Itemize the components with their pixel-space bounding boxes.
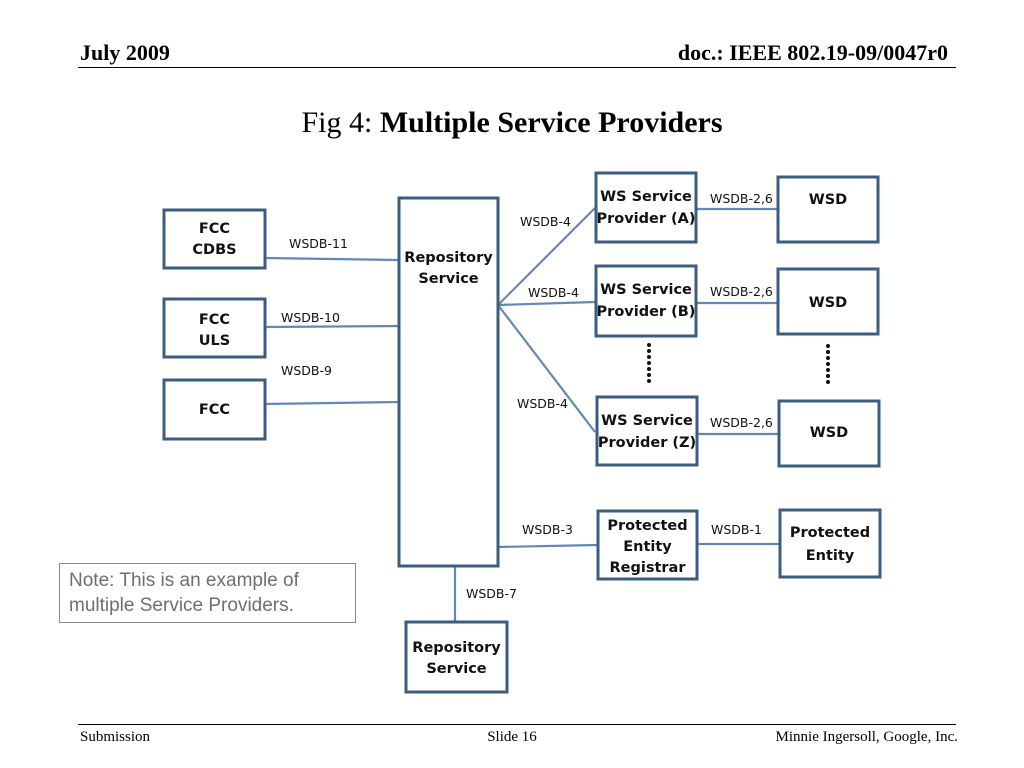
connector-cdbs (264, 256, 399, 262)
footer-slide-number: Slide 16 (487, 729, 537, 745)
box-wsd-b-line1: WSD (809, 295, 847, 311)
note-line2: multiple Service Providers. (69, 595, 294, 616)
box-fcc-cdbs-line2: CDBS (192, 242, 236, 258)
box-fcc-uls: FCC ULS (162, 297, 267, 359)
box-wsd-z: WSD (777, 399, 881, 468)
link-label-protected: WSDB-1 (711, 522, 762, 537)
connector-uls (264, 324, 399, 329)
note-line1: Note: This is an example of (69, 570, 299, 591)
footer-author: Minnie Ingersoll, Google, Inc. (775, 729, 958, 745)
box-protected-registrar-line2: Entity (623, 539, 672, 555)
link-label-registrar: WSDB-3 (522, 522, 573, 537)
box-ws-provider-b-line1: WS Service (600, 282, 692, 298)
box-wsd-a-line1: WSD (809, 192, 847, 208)
box-ws-provider-a-line1: WS Service (600, 189, 692, 205)
title-prefix: Fig 4: (301, 106, 373, 139)
link-label-repository-bottom: WSDB-7 (466, 586, 517, 601)
footer-submission: Submission (80, 729, 151, 745)
box-ws-provider-b: WS Service Provider (B) (594, 264, 698, 338)
box-fcc-uls-line2: ULS (199, 333, 230, 349)
link-label-wsd-a: WSDB-2,6 (710, 191, 773, 206)
box-fcc-cdbs: FCC CDBS (162, 208, 267, 270)
connector-provider-b (497, 300, 596, 307)
link-label-provider-b: WSDB-4 (528, 285, 579, 300)
box-fcc: FCC (162, 378, 267, 441)
box-ws-provider-z: WS Service Provider (Z) (595, 395, 699, 467)
box-repository-main-line2: Service (418, 271, 478, 287)
box-fcc-cdbs-line1: FCC (199, 221, 230, 237)
link-label-wsd-b: WSDB-2,6 (710, 284, 773, 299)
box-ws-provider-z-line1: WS Service (601, 413, 693, 429)
connector-registrar (497, 543, 598, 549)
box-ws-provider-z-line2: Provider (Z) (598, 435, 696, 451)
box-repository-main-line1: Repository (404, 250, 493, 266)
box-repository-main: Repository Service (397, 196, 500, 568)
header-doc-id: doc.: IEEE 802.19-09/0047r0 (677, 40, 948, 65)
box-repository-bottom: Repository Service (404, 620, 509, 694)
ellipsis-wsd (826, 344, 830, 384)
header-rule (78, 67, 956, 68)
footer-rule (78, 724, 956, 725)
box-protected-entity-line2: Entity (806, 548, 855, 564)
box-wsd-b: WSD (776, 267, 880, 336)
connector-fcc (264, 400, 399, 406)
box-repository-bottom-line2: Service (426, 661, 486, 677)
ellipsis-providers (647, 343, 651, 383)
link-label-wsd-z: WSDB-2,6 (710, 415, 773, 430)
box-repository-bottom-line1: Repository (412, 640, 501, 656)
slide-title: Fig 4: Multiple Service Providers (0, 106, 1024, 140)
box-protected-entity: Protected Entity (778, 508, 882, 579)
box-fcc-uls-line1: FCC (199, 312, 230, 328)
box-ws-provider-a: WS Service Provider (A) (594, 171, 698, 244)
title-main: Multiple Service Providers (379, 106, 723, 139)
connector-provider-a (497, 207, 596, 306)
box-wsd-a: WSD (776, 175, 880, 244)
box-fcc-line1: FCC (199, 402, 230, 418)
header-date: July 2009 (80, 40, 170, 65)
box-protected-registrar-line3: Registrar (610, 560, 687, 576)
link-label-fcc: WSDB-9 (281, 363, 332, 378)
box-protected-registrar-line1: Protected (607, 518, 687, 534)
link-label-cdbs: WSDB-11 (289, 236, 348, 251)
box-ws-provider-b-line2: Provider (B) (597, 304, 696, 320)
box-ws-provider-a-line2: Provider (A) (596, 211, 695, 227)
link-label-provider-z: WSDB-4 (517, 396, 568, 411)
link-label-uls: WSDB-10 (281, 310, 340, 325)
box-protected-registrar: Protected Entity Registrar (596, 509, 699, 581)
link-label-provider-a: WSDB-4 (520, 214, 571, 229)
box-wsd-z-line1: WSD (810, 425, 848, 441)
connector-provider-z (497, 304, 596, 433)
box-protected-entity-line1: Protected (790, 525, 870, 541)
note-box: Note: This is an example of multiple Ser… (59, 563, 356, 623)
